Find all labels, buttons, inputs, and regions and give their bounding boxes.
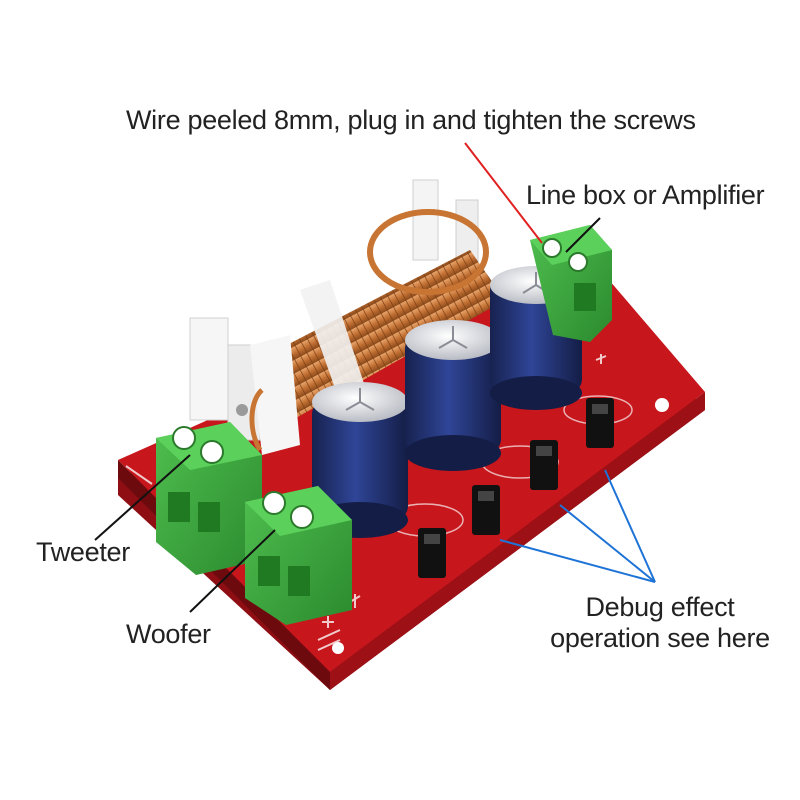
woofer-pointer-line [189,529,276,613]
inductor-coil [249,209,505,455]
mounting-hole [655,398,669,412]
input-pointer-line [565,217,601,253]
tweeter-label: Tweeter [36,537,130,567]
tweeter-terminal-block [156,422,262,575]
wire-instruction-label: Wire peeled 8mm, plug in and tighten the… [126,105,696,135]
woofer-terminal-block [245,486,352,625]
capacitor [405,320,501,471]
debug-pointer-lines [499,469,656,583]
input-label: Line box or Amplifier [526,180,765,210]
input-terminal-block [530,225,612,342]
woofer-label: Woofer [126,619,211,649]
mounting-hole [332,642,344,654]
instruction-pointer-line [464,142,543,244]
debug-label: Debug effect operation see here [550,592,770,653]
coil-bracket [189,179,479,441]
jumper-pins [418,398,614,578]
tweeter-pointer-line [94,454,191,541]
